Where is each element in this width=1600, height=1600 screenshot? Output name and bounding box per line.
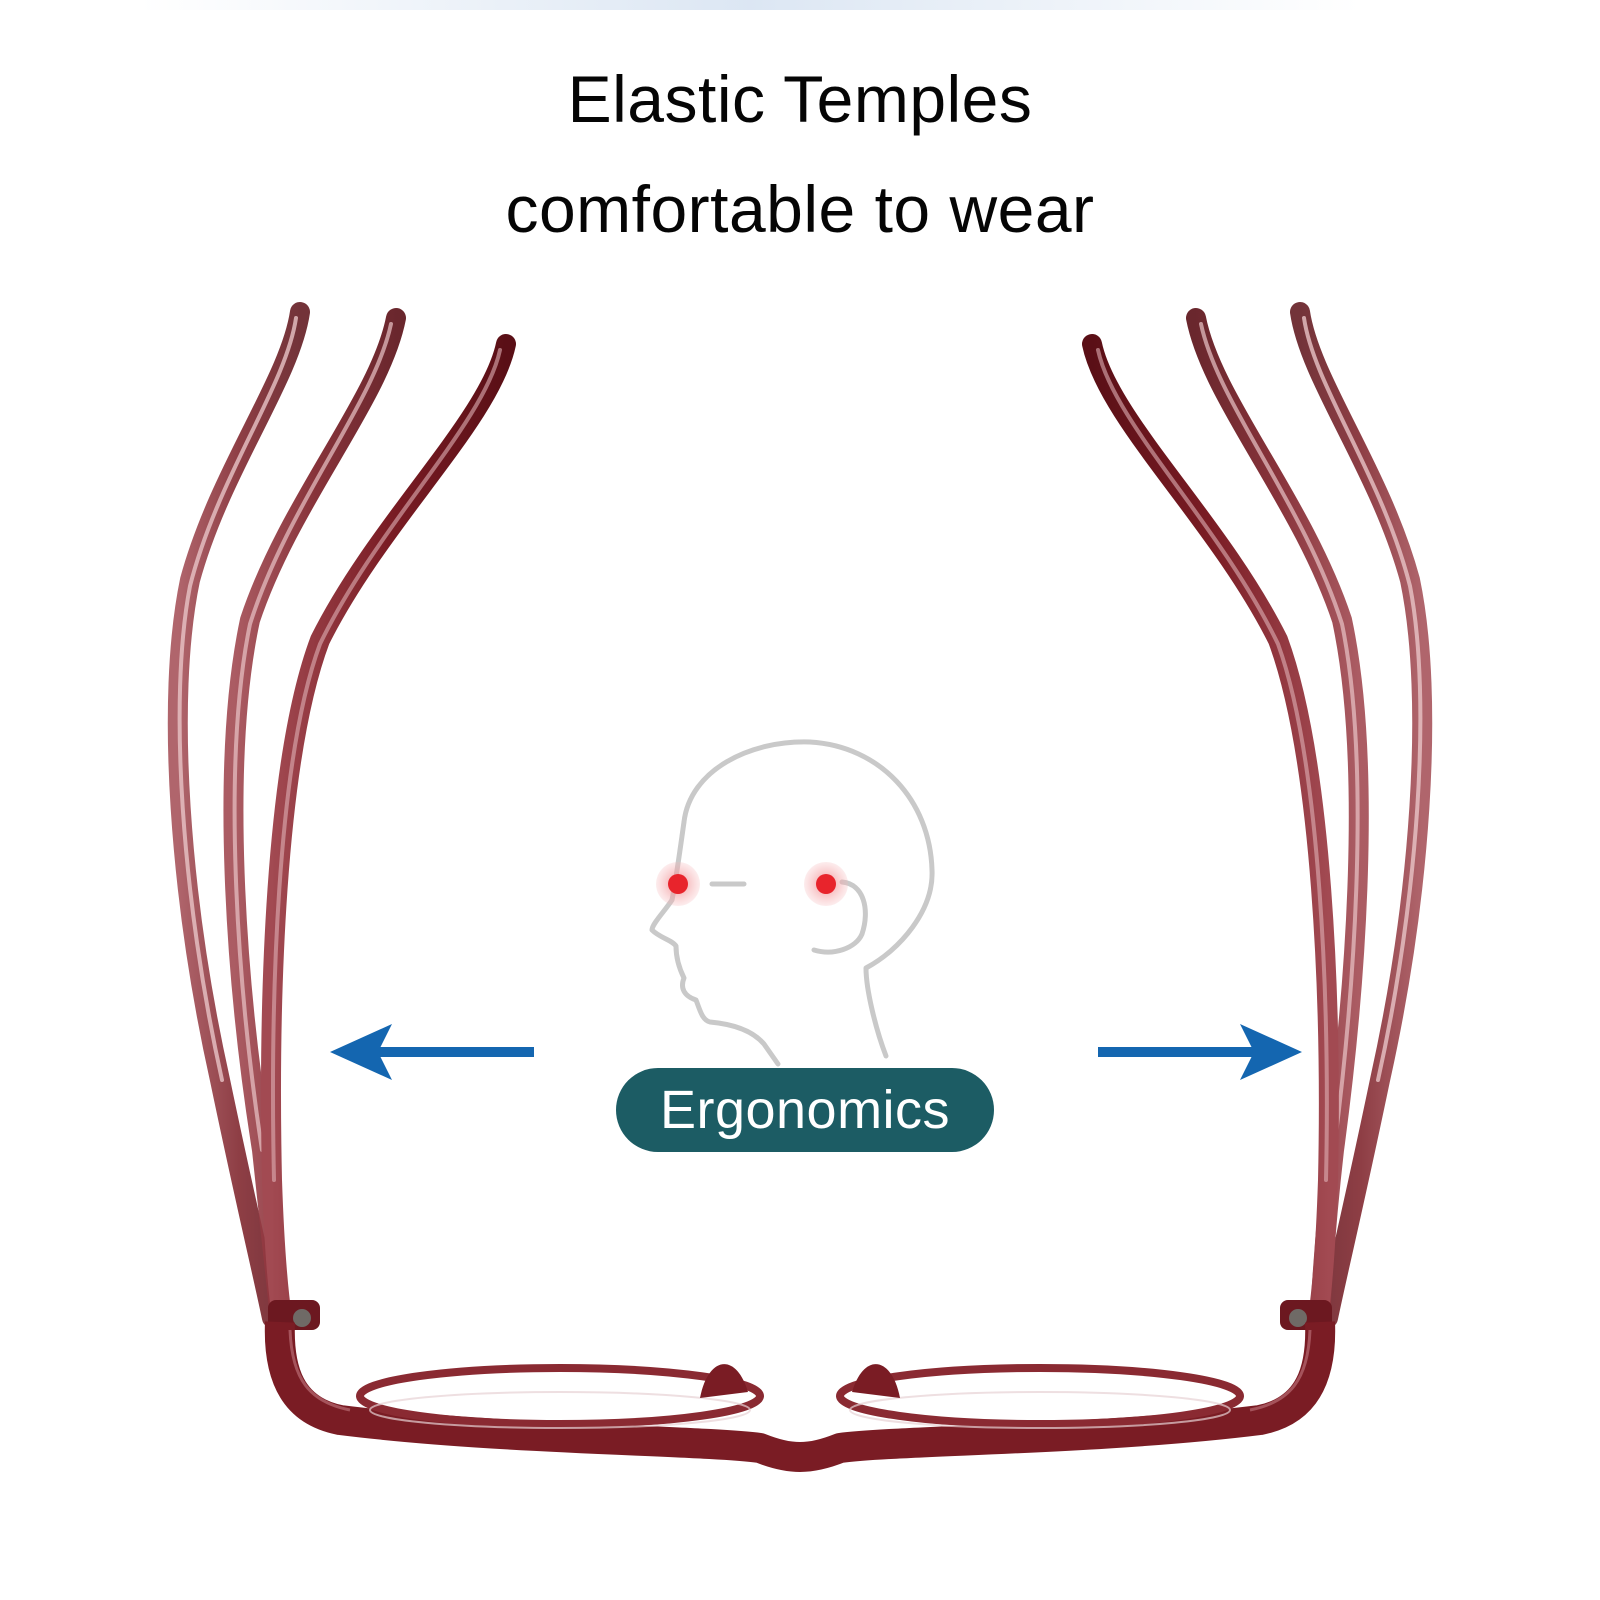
- top-edge-fade: [140, 0, 1360, 10]
- left-temple-outer: [167, 302, 310, 1328]
- right-temple-inner: [1082, 334, 1339, 1328]
- headline-title: Elastic Temples: [567, 62, 1033, 136]
- headline-subtitle: comfortable to wear: [505, 172, 1095, 246]
- arrow-left-icon: [330, 1024, 534, 1080]
- arrow-right-icon: [1098, 1024, 1302, 1080]
- nose-pressure-point: [656, 862, 700, 906]
- ergonomics-badge: Ergonomics: [616, 1068, 994, 1152]
- ear-pressure-point: [804, 862, 848, 906]
- head-profile-icon: [649, 739, 935, 1067]
- left-temple-inner: [261, 334, 516, 1328]
- right-temple-outer: [1290, 302, 1433, 1328]
- front-frame: [264, 1321, 1336, 1472]
- left-temple-middle: [223, 308, 406, 1328]
